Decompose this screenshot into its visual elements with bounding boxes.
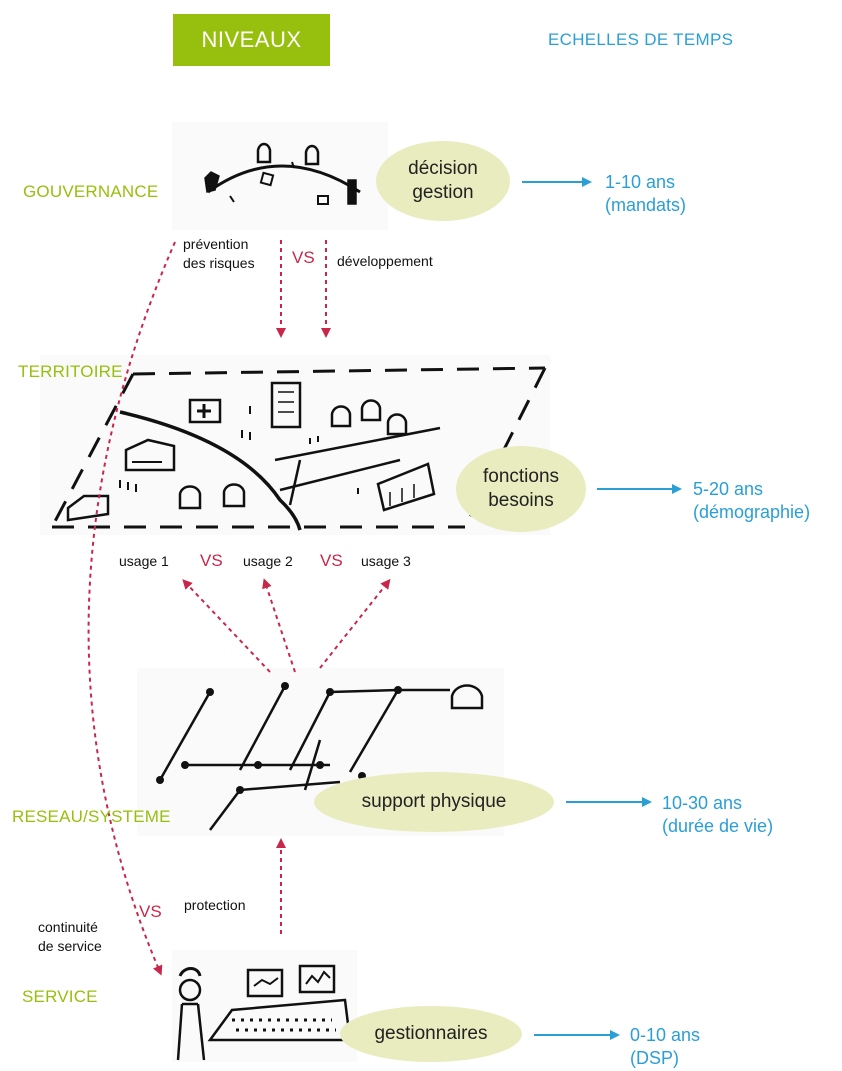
vs-gouvernance: VS bbox=[292, 248, 315, 267]
ellipse-text-fonctions: fonctions bbox=[482, 466, 560, 488]
label-territoire: TERRITOIRE bbox=[18, 362, 123, 381]
ellipse-text-support: support physique bbox=[361, 791, 507, 813]
vs-service: VS bbox=[139, 902, 162, 921]
scale-territoire-note: (démographie) bbox=[693, 502, 811, 523]
ellipse-decision-gestion: décision gestion bbox=[376, 141, 510, 221]
operator-sketch bbox=[172, 950, 357, 1062]
vs-usage-2: VS bbox=[320, 551, 343, 570]
note-protection: protection bbox=[184, 897, 246, 913]
ellipse-fonctions-besoins: fonctions besoins bbox=[456, 446, 586, 532]
vs-usage-1: VS bbox=[200, 551, 223, 570]
usage-1: usage 1 bbox=[119, 553, 169, 569]
label-service: SERVICE bbox=[22, 987, 98, 1006]
ellipse-gestionnaires: gestionnaires bbox=[340, 1006, 522, 1062]
scale-service-note: (DSP) bbox=[630, 1048, 679, 1069]
scale-service-range: 0-10 ans bbox=[630, 1025, 701, 1045]
scale-gouvernance: 1-10 ans (mandats) bbox=[605, 171, 686, 218]
scale-reseau-note: (durée de vie) bbox=[662, 816, 774, 837]
scale-gouvernance-range: 1-10 ans bbox=[605, 172, 676, 192]
note-developpement: développement bbox=[337, 253, 433, 269]
scale-territoire: 5-20 ans (démographie) bbox=[693, 478, 810, 525]
note-prevention: prévention des risques bbox=[183, 235, 255, 273]
ellipse-text-gestion: gestion bbox=[412, 182, 474, 203]
scale-service: 0-10 ans (DSP) bbox=[630, 1024, 700, 1071]
scale-reseau: 10-30 ans (durée de vie) bbox=[662, 792, 773, 839]
niveaux-header: NIVEAUX bbox=[173, 14, 330, 66]
arrow-continuite bbox=[87, 241, 176, 976]
ellipse-text-decision: décision bbox=[408, 158, 478, 180]
note-continuite-line2: de service bbox=[38, 937, 102, 954]
usage-3: usage 3 bbox=[361, 553, 411, 569]
arrow-usage2 bbox=[262, 578, 296, 673]
arrow-usage1 bbox=[182, 579, 271, 673]
ellipse-text-gestionnaires: gestionnaires bbox=[374, 1023, 488, 1045]
note-prevention-line1: prévention bbox=[183, 236, 249, 252]
label-gouvernance: GOUVERNANCE bbox=[23, 182, 159, 201]
note-prevention-line2: des risques bbox=[183, 254, 255, 271]
label-reseau: RESEAU/SYSTEME bbox=[12, 807, 171, 826]
echelles-header: ECHELLES DE TEMPS bbox=[548, 30, 734, 49]
governance-sketch bbox=[172, 122, 388, 230]
usage-2: usage 2 bbox=[243, 553, 293, 569]
scale-reseau-range: 10-30 ans bbox=[662, 793, 743, 813]
arrow-usage3 bbox=[319, 578, 391, 669]
ellipse-support-physique: support physique bbox=[314, 772, 554, 832]
note-continuite-line1: continuité bbox=[38, 919, 98, 935]
scale-gouvernance-note: (mandats) bbox=[605, 195, 687, 216]
scale-territoire-range: 5-20 ans bbox=[693, 479, 764, 499]
note-continuite: continuité de service bbox=[38, 918, 102, 956]
ellipse-text-besoins: besoins bbox=[488, 490, 554, 511]
